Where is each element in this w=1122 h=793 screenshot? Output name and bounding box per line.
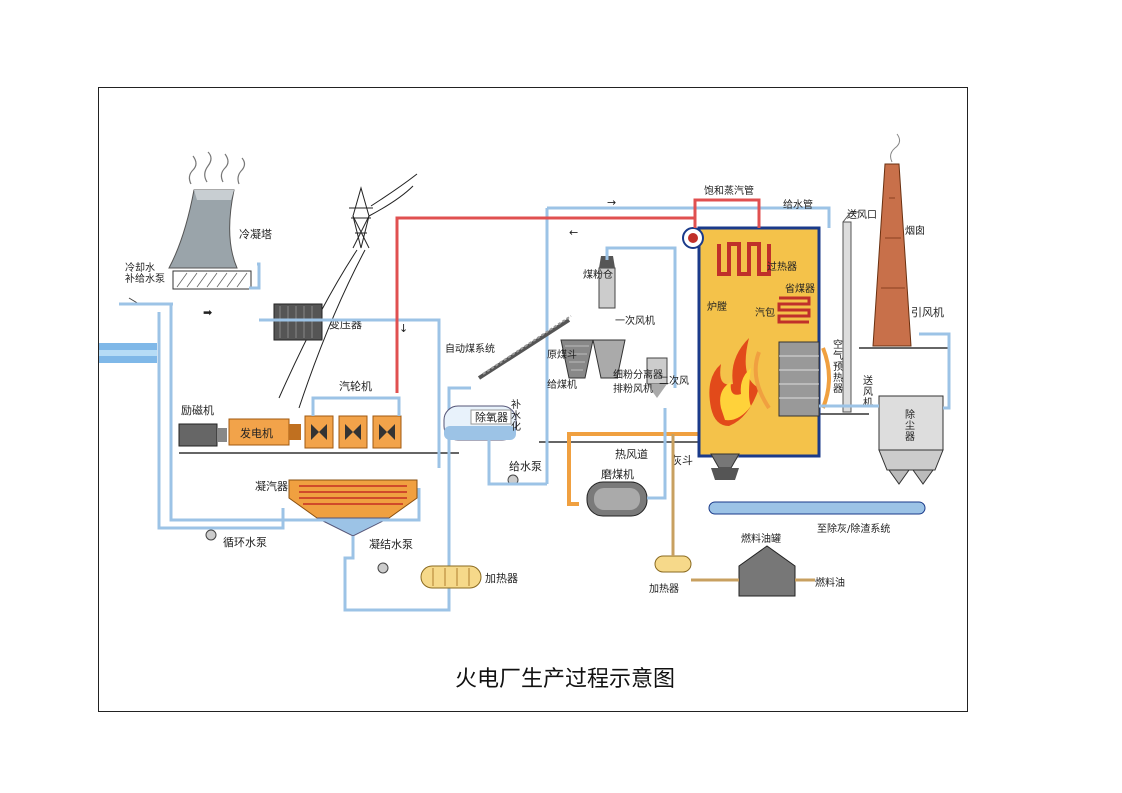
label-ball-mill: 磨煤机 <box>601 467 634 481</box>
label-separator: 细粉分离器 <box>613 368 663 381</box>
label-ash-hopper: 灰斗 <box>671 453 693 467</box>
page-title: 火电厂生产过程示意图 <box>455 667 675 692</box>
label-coal-feeder: 给煤机 <box>547 378 577 391</box>
exciter <box>178 423 227 447</box>
label-condenser: 凝汽器 <box>255 479 288 493</box>
flow-arrow: ➡ <box>203 306 212 319</box>
chimney <box>872 133 912 347</box>
label-chimney: 烟囱 <box>905 224 925 237</box>
label-superheater: 过热器 <box>767 260 797 273</box>
label-coal-bunker: 原煤斗 <box>547 348 577 361</box>
air-preheater <box>753 341 831 417</box>
fuel-heater <box>654 555 692 573</box>
label-fuel-heater: 加热器 <box>649 582 679 595</box>
arrow-right: → <box>607 196 616 209</box>
label-steam-pipe: 饱和蒸汽管 <box>704 184 754 197</box>
condensate-pipe <box>343 386 471 612</box>
label-hot-air-duct: 热风道 <box>615 447 648 461</box>
label-mill-fan: 一次风机 <box>615 314 655 327</box>
deaerator <box>443 405 517 441</box>
circ-pump-icon <box>205 529 217 541</box>
label-dust-collector: 除尘器 <box>905 408 915 443</box>
label-fuel-tank: 燃料油罐 <box>741 532 781 545</box>
ball-mill <box>586 481 648 517</box>
label-furnace: 炉膛 <box>707 300 727 313</box>
label-blower: 送风机 <box>863 374 873 409</box>
coal-bunker <box>560 256 626 379</box>
label-makeup-pump: 冷却水补给水泵 <box>125 261 165 285</box>
label-induced-fan: 引风机 <box>911 305 944 319</box>
label-feed-pump: 给水泵 <box>509 460 542 473</box>
lp-heater <box>420 565 482 589</box>
label-economizer: 汽包 <box>755 306 775 319</box>
condensate-pump-icon <box>377 562 389 574</box>
coal-conveyor <box>477 315 572 380</box>
river <box>99 343 157 363</box>
power-plant-diagram: 冷凝塔 冷却水补给水泵 ➡ 变压器 励磁机 发电机 <box>99 133 951 692</box>
fuel-tank <box>738 545 796 597</box>
label-heater-low: 加热器 <box>485 572 518 585</box>
turbine <box>304 396 402 449</box>
label-air-preheater: 空气预热器 <box>833 338 843 395</box>
transformer <box>273 303 323 341</box>
separator <box>646 357 668 398</box>
generator <box>228 418 301 446</box>
label-intake: 送风口 <box>847 208 877 221</box>
condenser <box>288 479 418 537</box>
label-circ-pump: 循环水泵 <box>223 536 267 549</box>
label-turbine: 汽轮机 <box>339 379 372 393</box>
label-feedwater-pipe: 给水管 <box>783 198 813 211</box>
label-deaerator: 除氧器 <box>475 410 508 424</box>
label-secondary-air: 二次风 <box>659 374 689 387</box>
label-generator: 发电机 <box>240 426 273 440</box>
ash-conveyor <box>708 501 926 515</box>
label-cooling-tower: 冷凝塔 <box>239 227 272 241</box>
label-makeup-water: 补水化 <box>511 398 521 433</box>
label-fuel-oil: 燃料油 <box>815 576 845 589</box>
arrow-left: ← <box>569 226 578 239</box>
hot-air-duct <box>567 432 739 506</box>
arrow-down: ↓ <box>399 322 408 335</box>
label-fine-bin: 煤粉仓 <box>583 268 613 281</box>
label-condensate-pump: 凝结水泵 <box>369 537 413 551</box>
label-ash-system: 至除灰/除渣系统 <box>817 522 890 535</box>
pulverized-coal-pipe <box>605 246 677 388</box>
dust-collector <box>878 395 944 485</box>
label-coal-conveyor: 自动煤系统 <box>445 342 495 355</box>
label-reheater: 省煤器 <box>785 282 815 295</box>
circ-pipe <box>157 312 285 530</box>
cooling-tower <box>168 151 252 290</box>
steam-plume <box>188 151 246 185</box>
label-fan: 排粉风机 <box>613 382 653 395</box>
diagram-frame: 冷凝塔 冷却水补给水泵 ➡ 变压器 励磁机 发电机 <box>98 87 968 712</box>
intake-duct <box>842 211 859 413</box>
label-exciter: 励磁机 <box>181 403 214 417</box>
